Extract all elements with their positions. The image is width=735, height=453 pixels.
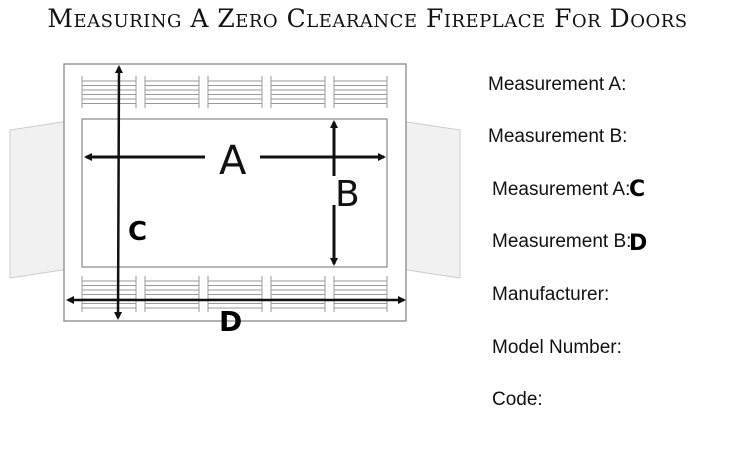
arrow-c	[114, 65, 123, 320]
field-label: Measurement A:	[492, 179, 631, 200]
vent-grille	[207, 76, 263, 108]
field-manufacturer: Manufacturer:	[492, 284, 610, 305]
vent-grille	[333, 76, 388, 108]
vent-grille	[81, 76, 137, 108]
label-c: C	[128, 217, 147, 247]
field-model-number: Model Number:	[492, 337, 622, 358]
overlay-letter-c: C	[629, 177, 646, 202]
field-measurement-d: Measurement B: D	[492, 231, 647, 256]
field-code: Code:	[492, 389, 543, 410]
page-title: Measuring A Zero Clearance Fireplace For…	[47, 4, 688, 33]
field-measurement-c: Measurement A: C	[492, 177, 645, 202]
vent-grille	[270, 76, 326, 108]
field-measurement-a: Measurement A:	[488, 74, 627, 95]
overlay-letter-d: D	[629, 231, 648, 256]
field-measurement-b: Measurement B:	[488, 126, 628, 147]
field-label: Measurement B:	[492, 231, 632, 252]
vent-grille	[144, 76, 200, 108]
fireplace-opening	[81, 118, 388, 268]
label-b: B	[335, 174, 360, 215]
label-a: A	[219, 138, 247, 184]
label-d: D	[219, 305, 242, 338]
